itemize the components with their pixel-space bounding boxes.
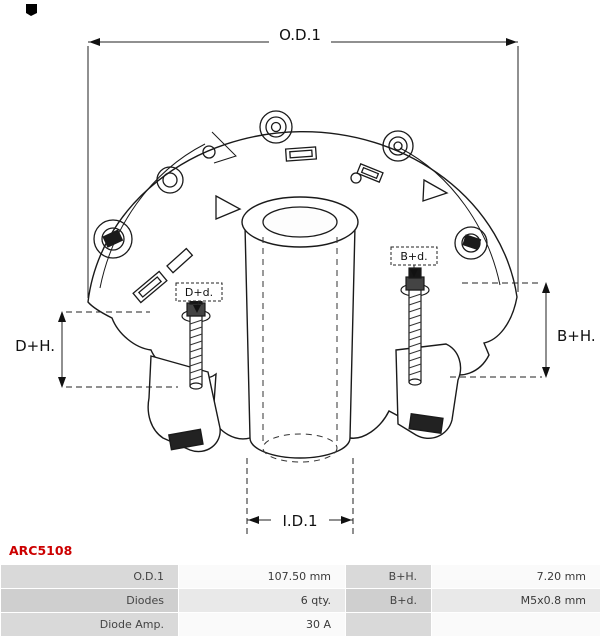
spec-label-empty bbox=[345, 612, 432, 637]
left-leg-block bbox=[168, 428, 204, 451]
right-stud-head bbox=[405, 276, 425, 291]
small-hole-right bbox=[350, 172, 362, 184]
spec-value-empty bbox=[431, 612, 600, 637]
triangle-mark-right bbox=[422, 178, 449, 202]
bd-label: B+d. bbox=[400, 250, 427, 263]
right-stud-threads bbox=[408, 293, 422, 376]
spec-label-diode-amp: Diode Amp. bbox=[0, 612, 179, 637]
rectifier-drawing-svg: O.D.1 D+H. B+H. bbox=[15, 4, 596, 536]
id1-arrow-right bbox=[341, 516, 352, 524]
id1-arrow-left bbox=[248, 516, 259, 524]
id1-label-bg bbox=[271, 508, 329, 532]
od1-label: O.D.1 bbox=[279, 26, 321, 44]
spec-label-bh: B+H. bbox=[345, 564, 432, 589]
technical-drawing: O.D.1 D+H. B+H. bbox=[15, 4, 596, 536]
slot-left-stud bbox=[166, 247, 194, 274]
spec-value-bh: 7.20 mm bbox=[431, 564, 600, 589]
small-hole-left bbox=[202, 145, 216, 159]
dimension-od1: O.D.1 bbox=[87, 22, 519, 298]
bd-arrow bbox=[410, 269, 418, 277]
spec-row-diodes: Diodes 6 qty. B+d. M5x0.8 mm bbox=[0, 588, 600, 613]
body-inner-ridge-left bbox=[99, 143, 206, 289]
diode-ring-top bbox=[259, 110, 293, 144]
diode-ring-left bbox=[156, 166, 184, 194]
spec-row-diode-amp: Diode Amp. 30 A bbox=[0, 612, 600, 637]
slot-top bbox=[284, 146, 318, 162]
spec-label-bd: B+d. bbox=[345, 588, 432, 613]
od1-arrow-left bbox=[89, 38, 100, 46]
central-bore bbox=[241, 196, 359, 463]
spec-row-od1: O.D.1 107.50 mm B+H. 7.20 mm bbox=[0, 564, 600, 589]
right-stud-tip bbox=[408, 378, 422, 386]
corner-mark bbox=[26, 4, 37, 16]
spec-value-od1: 107.50 mm bbox=[178, 564, 346, 589]
dh-arrow-top bbox=[58, 311, 66, 322]
spec-label-od1: O.D.1 bbox=[0, 564, 179, 589]
body-inner-ridge-right bbox=[399, 147, 501, 286]
dd-arrow bbox=[193, 305, 201, 313]
spec-value-diode-amp: 30 A bbox=[178, 612, 346, 637]
part-number-link[interactable]: ARC5108 bbox=[9, 543, 73, 558]
diode-ring-right bbox=[454, 226, 488, 260]
spec-label-diodes: Diodes bbox=[0, 588, 179, 613]
bh-arrow-top bbox=[542, 282, 550, 293]
bh-arrow-bottom bbox=[542, 367, 550, 378]
od1-arrow-right bbox=[506, 38, 517, 46]
dimension-bh: B+H. bbox=[450, 282, 596, 378]
dimension-id1: I.D.1 bbox=[246, 458, 354, 536]
triangle-mark-left bbox=[215, 194, 242, 220]
spec-value-bd: M5x0.8 mm bbox=[431, 588, 600, 613]
diode-ring-left-lower bbox=[93, 219, 133, 259]
body-notch bbox=[211, 131, 237, 164]
slot-right bbox=[356, 163, 384, 183]
left-stud-tip bbox=[189, 382, 203, 390]
right-stud-shaft bbox=[408, 289, 422, 383]
bore-rim-inner bbox=[262, 206, 338, 238]
left-stud-threads bbox=[189, 319, 203, 381]
slot-left bbox=[132, 270, 168, 304]
callout-bd: B+d. bbox=[390, 246, 438, 277]
id1-label: I.D.1 bbox=[282, 512, 317, 530]
bore-cylinder bbox=[244, 225, 356, 459]
dd-label: D+d. bbox=[185, 286, 213, 299]
spec-table: O.D.1 107.50 mm B+H. 7.20 mm Diodes 6 qt… bbox=[0, 564, 600, 637]
diode-features bbox=[93, 110, 488, 304]
dh-arrow-bottom bbox=[58, 377, 66, 388]
diode-ring-right-top bbox=[382, 130, 414, 162]
callout-dd: D+d. bbox=[175, 282, 223, 313]
dh-label: D+H. bbox=[15, 337, 55, 355]
right-leg-block bbox=[408, 413, 444, 434]
spec-value-diodes: 6 qty. bbox=[178, 588, 346, 613]
od1-label-bg bbox=[269, 22, 331, 46]
bh-label: B+H. bbox=[557, 327, 596, 345]
bore-hidden-bottom bbox=[262, 433, 338, 463]
dimension-dh: D+H. bbox=[15, 311, 178, 388]
